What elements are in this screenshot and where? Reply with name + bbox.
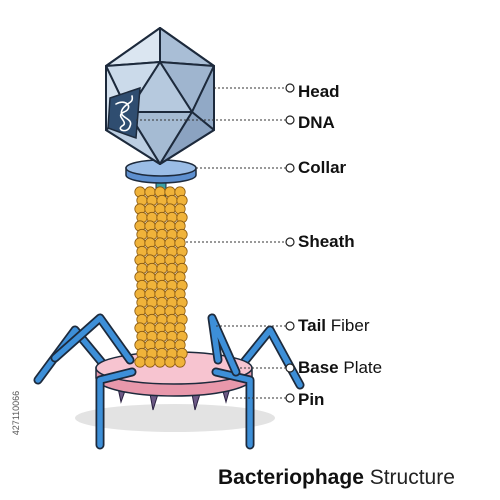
label-base-plate: Base Plate [298, 358, 382, 378]
label-sheath: Sheath [298, 232, 355, 252]
sheath-bead [174, 356, 186, 368]
title-bold: Bacteriophage [218, 466, 364, 489]
label-dna: DNA [298, 113, 335, 133]
tail-fibers-front-fill [97, 369, 253, 448]
title-light: Structure [363, 466, 455, 489]
label-tail-fiber-light: Fiber [326, 316, 370, 335]
label-tail-fiber: Tail Fiber [298, 316, 370, 336]
sheath-bead [154, 356, 166, 368]
dna-marker [285, 115, 295, 125]
ground-shadow [75, 404, 275, 432]
sheath-bead [164, 356, 176, 368]
label-collar: Collar [298, 158, 346, 178]
collar-marker [285, 163, 295, 173]
sheath-marker [285, 237, 295, 247]
label-dna-bold: DNA [298, 113, 335, 132]
base-plate-marker [285, 363, 295, 373]
label-pin-bold: Pin [298, 390, 325, 409]
leader-markers [285, 83, 295, 403]
collar [125, 159, 197, 184]
label-collar-bold: Collar [298, 158, 347, 177]
label-base-plate-light: Plate [338, 358, 383, 377]
head [105, 27, 215, 165]
diagram-title: Bacteriophage Structure [218, 466, 455, 490]
sheath-bead [144, 356, 156, 368]
pin-marker [285, 393, 295, 403]
label-head-bold: Head [298, 82, 340, 101]
sheath-bead [134, 356, 146, 368]
dna-strand [115, 95, 134, 132]
label-tail-fiber-bold: Tail [298, 316, 327, 335]
label-base-plate-bold: Base [298, 358, 339, 377]
dna-window [107, 86, 141, 140]
label-pin: Pin [298, 390, 324, 410]
leader-lines [136, 87, 286, 399]
label-sheath-bold: Sheath [298, 232, 355, 251]
stock-id: 427110066 [11, 390, 21, 436]
tail-fibers-upper-fill [52, 315, 239, 375]
head-marker [285, 83, 295, 93]
sheath [134, 186, 188, 368]
label-head: Head [298, 82, 340, 102]
tail-fiber-marker [285, 321, 295, 331]
